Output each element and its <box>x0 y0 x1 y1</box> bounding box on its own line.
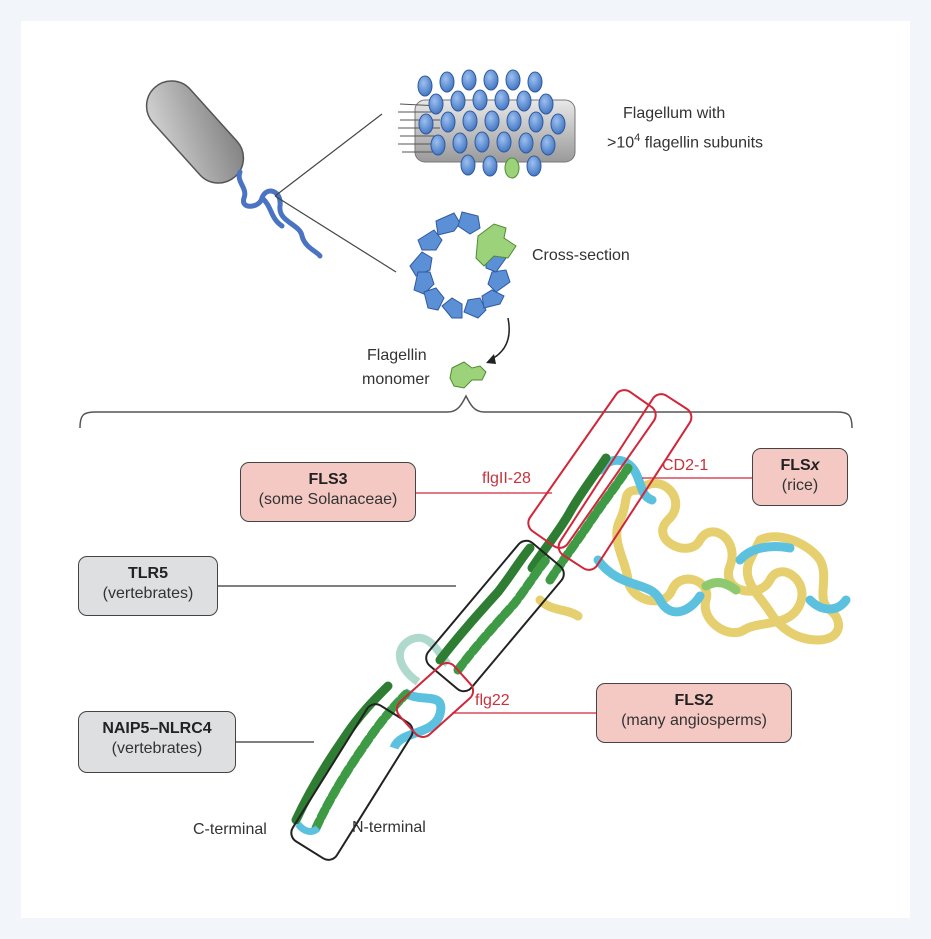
receptor-name-base: FLS <box>780 457 811 474</box>
receptor-name: FLSx <box>753 456 847 476</box>
receptor-name: NAIP5–NLRC4 <box>102 720 212 737</box>
monomer-label-line1: Flagellin <box>367 347 427 364</box>
receptor-organism: (some Solanaceae) <box>258 491 398 508</box>
receptor-box-tlr5: TLR5 (vertebrates) <box>78 556 218 616</box>
receptor-organism: (vertebrates) <box>102 585 194 602</box>
receptor-box-flsx: FLSx (rice) <box>752 448 848 506</box>
receptor-box-fls2: FLS2 (many angiosperms) <box>596 683 792 743</box>
flagellin-monomer-icon <box>449 361 487 389</box>
receptor-name: FLS2 <box>674 692 714 709</box>
receptor-box-naip5-nlrc4: NAIP5–NLRC4 (vertebrates) <box>78 711 236 773</box>
cross-section-ring-icon <box>409 211 517 319</box>
flagellum-label-suffix: flagellin subunits <box>640 134 764 152</box>
flagellum-label-line1: Flagellum with <box>623 105 726 122</box>
zoom-line-cross-section <box>274 195 397 273</box>
receptor-organism: (rice) <box>781 477 819 494</box>
receptor-organism: (many angiosperms) <box>621 712 767 729</box>
flgii28-label: flgII-28 <box>482 470 531 487</box>
monomer-label-line2: monomer <box>362 371 430 388</box>
n-terminal-label: N-terminal <box>352 819 426 836</box>
receptor-name-italic: x <box>810 457 820 474</box>
flagellum-filament-icon <box>398 69 576 179</box>
flagellum-label-line2: >104 flagellin subunits <box>607 128 763 153</box>
cross-section-label: Cross-section <box>532 247 630 264</box>
flagellin-structure-icon <box>291 453 851 835</box>
flagellum-label-exponent: 4 <box>634 132 641 144</box>
flg22-label: flg22 <box>475 692 510 709</box>
receptor-organism: (vertebrates) <box>111 740 203 757</box>
domain-outlines <box>290 389 693 861</box>
receptor-name: TLR5 <box>128 565 168 582</box>
zoom-line-filament <box>274 113 383 197</box>
c-terminal-label: C-terminal <box>193 821 267 838</box>
receptor-box-fls3: FLS3 (some Solanaceae) <box>240 462 416 522</box>
flagellum-label-prefix: >10 <box>607 134 635 152</box>
receptor-name: FLS3 <box>308 471 348 488</box>
cd21-label: CD2-1 <box>662 457 709 474</box>
bacterium-icon <box>145 80 323 259</box>
monomer-arrow <box>489 317 510 361</box>
zoom-brace <box>79 394 853 429</box>
